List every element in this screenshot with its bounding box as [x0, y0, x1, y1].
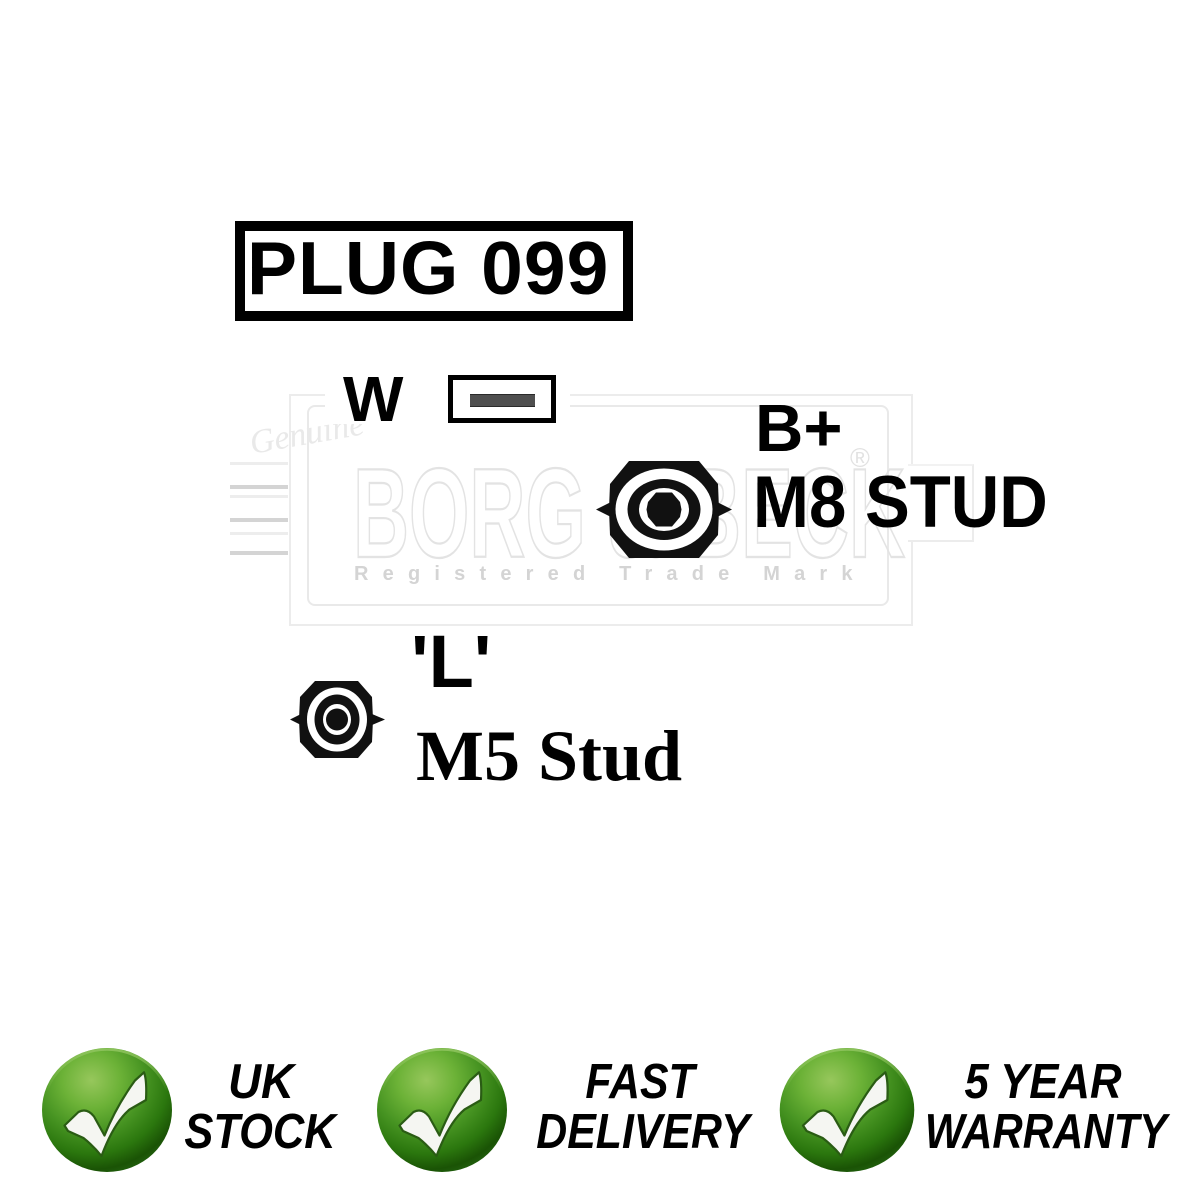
svg-text:Registered Trade Mark: Registered Trade Mark [354, 563, 867, 585]
svg-text:®: ® [850, 443, 870, 473]
